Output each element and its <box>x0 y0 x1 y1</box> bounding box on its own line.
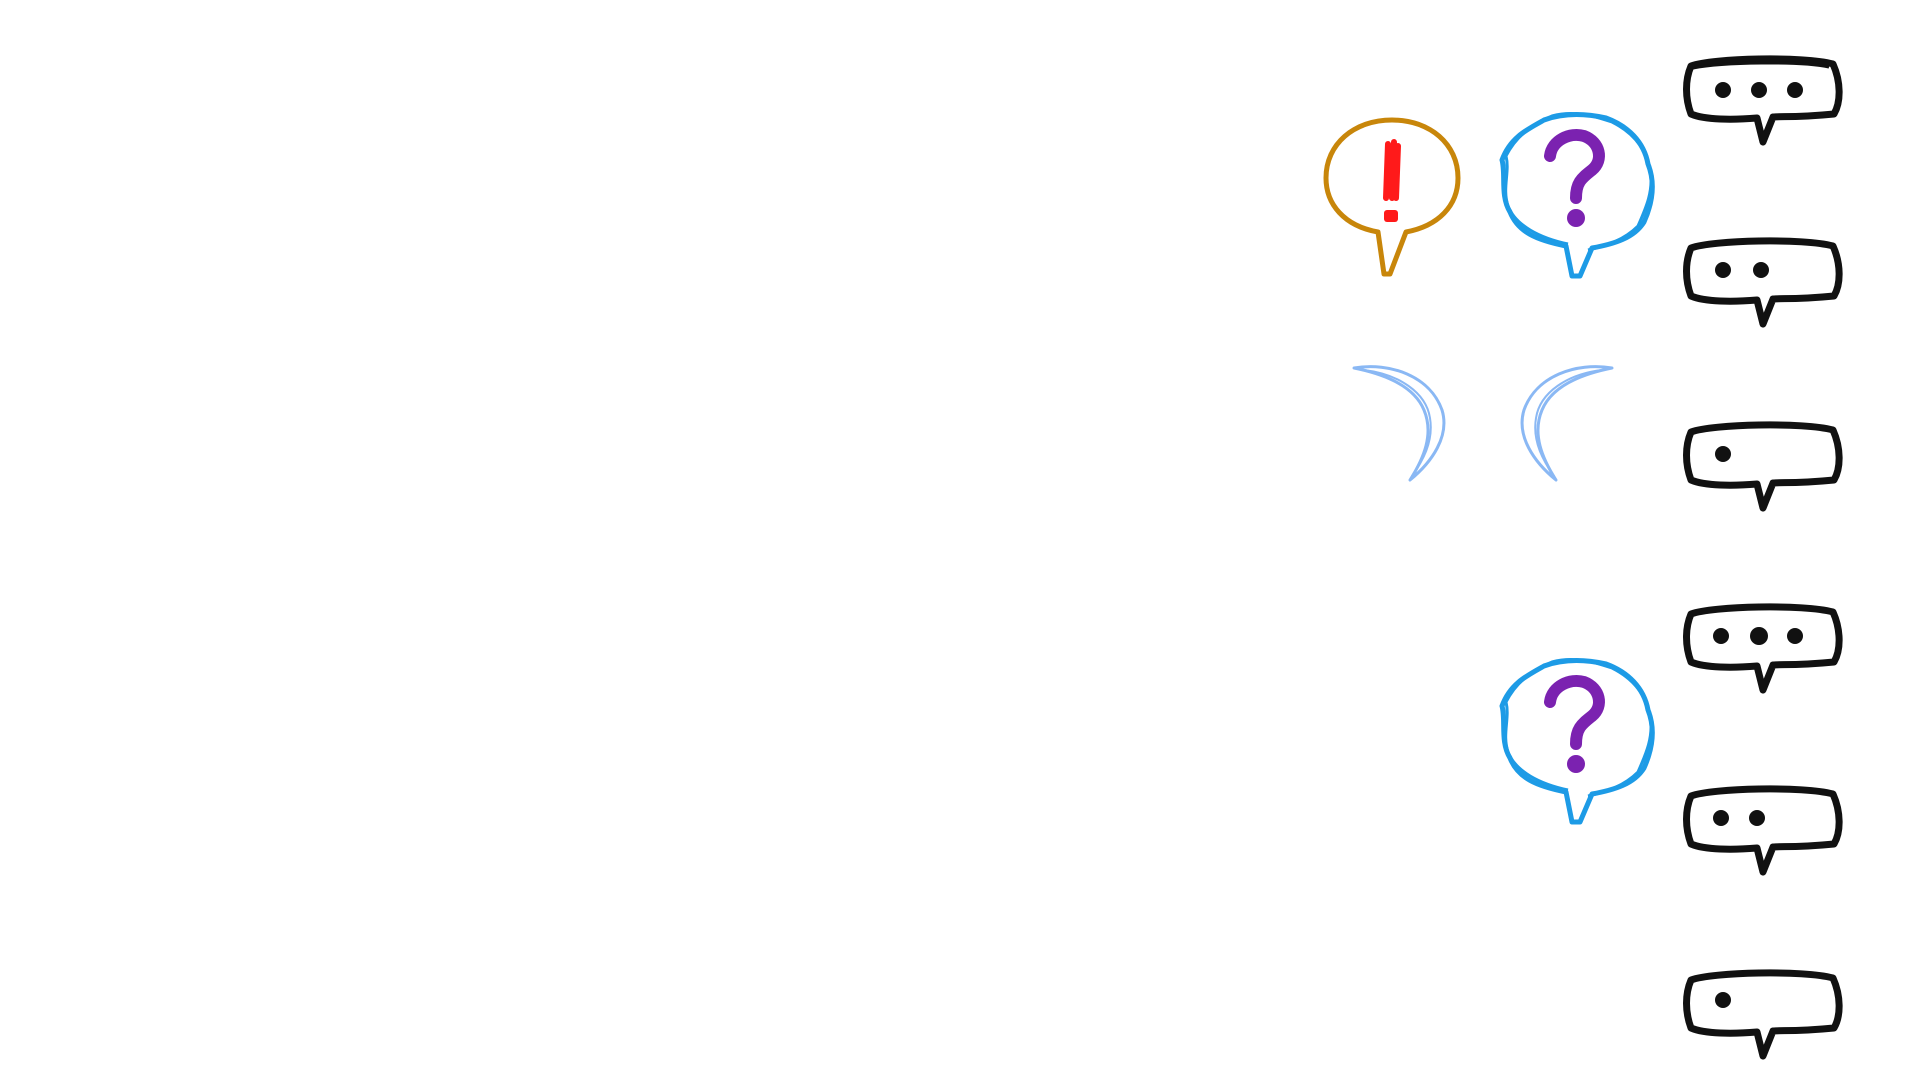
speech-bubble-two-dots-icon <box>1683 234 1843 336</box>
speech-bubble-three-dots-icon <box>1683 600 1843 702</box>
speech-bubble-three-dots-icon <box>1683 52 1843 154</box>
question-bubble-icon <box>1496 654 1660 826</box>
curve-right-icon <box>1350 362 1450 484</box>
exclamation-bubble-icon <box>1322 114 1462 280</box>
speech-bubble-one-dot-icon <box>1683 966 1843 1068</box>
speech-bubble-two-dots-icon <box>1683 782 1843 884</box>
question-bubble-icon <box>1496 108 1660 280</box>
speech-bubble-one-dot-icon <box>1683 418 1843 520</box>
curve-left-icon <box>1516 362 1616 484</box>
